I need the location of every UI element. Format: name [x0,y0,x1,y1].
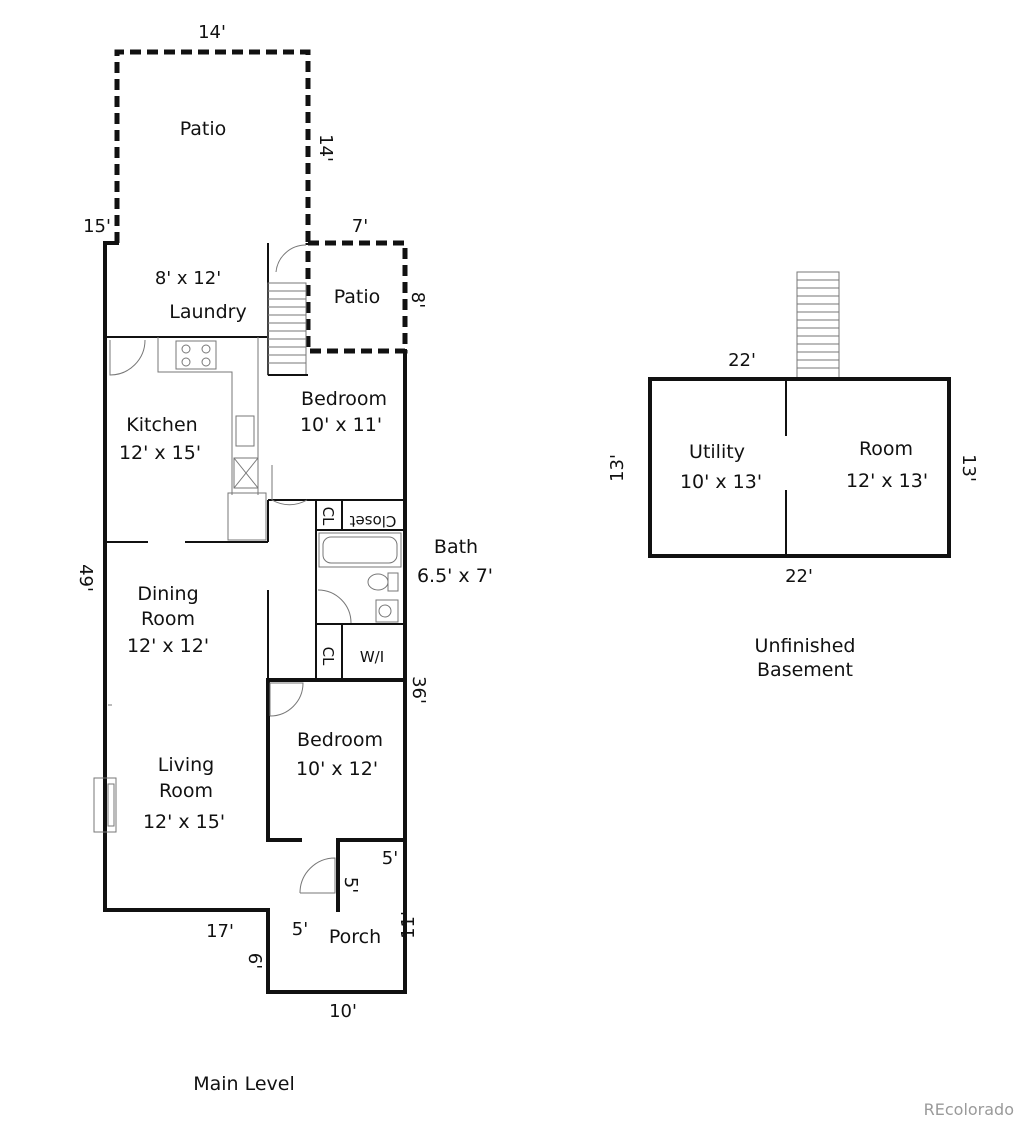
basement: Utility 10' x 13' Room 12' x 13' 22' 22'… [607,271,979,681]
dishwasher [233,457,259,489]
basement-bottom-dim: 22' [785,566,813,587]
dining-label-1: Dining [137,583,198,605]
laundry-label: Laundry [169,301,246,323]
bedroom-2-size: 10' x 12' [296,758,378,780]
watermark: REcolorado [924,1100,1014,1119]
stairs [267,282,307,376]
dining-label-2: Room [141,608,195,630]
refrigerator [227,492,267,541]
bedroom-2: Bedroom 10' x 12' [269,682,383,780]
left-dim: 49' [75,564,96,592]
basement-right-dim: 13' [958,454,979,482]
main-level-dimensions: 49' 36' 17' 5' 5' [75,564,429,942]
porch-width-dim: 10' [329,1001,357,1022]
right-dim: 36' [408,676,429,704]
patio-large-width-dim: 14' [198,22,226,43]
laundry-door [275,244,307,273]
toilet [367,573,389,591]
laundry-room: 8' x 12' Laundry [105,243,307,376]
bath-door [317,589,352,624]
kitchen-label: Kitchen [126,414,197,436]
walkin-closet-label: W/I [360,648,384,666]
patio-small-label: Patio [334,286,381,308]
basement-left-dim: 13' [607,454,628,482]
basement-room-label: Room [859,438,913,460]
main-level-walls [103,241,407,994]
bedroom-1: Bedroom 10' x 11' [268,374,387,506]
bath-sink [375,599,399,623]
patio-large-side-dim: 15' [83,216,111,237]
patio-large-label: Patio [180,118,227,140]
fireplace [93,777,117,833]
bedroom-2-label: Bedroom [297,729,383,751]
closet-cl-bottom: CL [319,647,337,666]
kitchen-sink [235,415,255,447]
bath-size: 6.5' x 7' [417,565,493,587]
porch-label: Porch [329,926,381,948]
porch-inner-dim: 5' [292,919,308,940]
closet-bath-block: CL Closet CL W/I Bath 6.5' x 7' [267,500,493,680]
living-room: Living Room 12' x 15' [93,754,336,894]
basement-walls [648,377,951,558]
entry-width-dim: 5' [382,848,398,869]
basement-stairs [796,271,840,379]
utility-label: Utility [689,441,745,463]
front-door [299,857,336,894]
dining-size: 12' x 12' [127,635,209,657]
bottom-dim: 17' [206,921,234,942]
entry-height-dim: 5' [340,877,361,893]
kitchen-door [109,339,146,376]
laundry-size: 8' x 12' [155,268,221,289]
patio-small-depth-dim: 8' [407,292,428,308]
closet-cl-top: CL [319,507,337,526]
bath-label: Bath [434,536,478,558]
kitchen-size: 12' x 15' [119,442,201,464]
basement-caption-1: Unfinished [755,635,856,657]
basement-room-size: 12' x 13' [846,470,928,492]
basement-top-dim: 22' [728,350,756,371]
bedroom-1-label: Bedroom [301,388,387,410]
patio-small: Patio 7' 8' [305,216,428,354]
kitchen: Kitchen 12' x 15' [105,337,405,543]
patio-small-width-dim: 7' [352,216,368,237]
stove [175,340,217,370]
living-size: 12' x 15' [143,811,225,833]
main-level-caption: Main Level [193,1073,295,1095]
bedroom-1-size: 10' x 11' [300,414,382,436]
porch-depth-dim: 11' [398,911,419,939]
porch-side-dim: 6' [244,953,265,969]
bathtub [318,532,402,568]
utility-size: 10' x 13' [680,471,762,493]
bedroom-1-door [271,465,308,506]
patio-large: Patio 14' 14' 15' [83,22,336,243]
porch: Porch 5' 10' 11' 6' [244,911,419,1022]
closet-label: Closet [350,512,397,530]
living-label-2: Room [159,780,213,802]
dining-room: Dining Room 12' x 12' [108,583,209,706]
basement-caption-2: Basement [757,659,853,681]
living-label-1: Living [158,754,215,776]
patio-large-depth-dim: 14' [315,134,336,162]
